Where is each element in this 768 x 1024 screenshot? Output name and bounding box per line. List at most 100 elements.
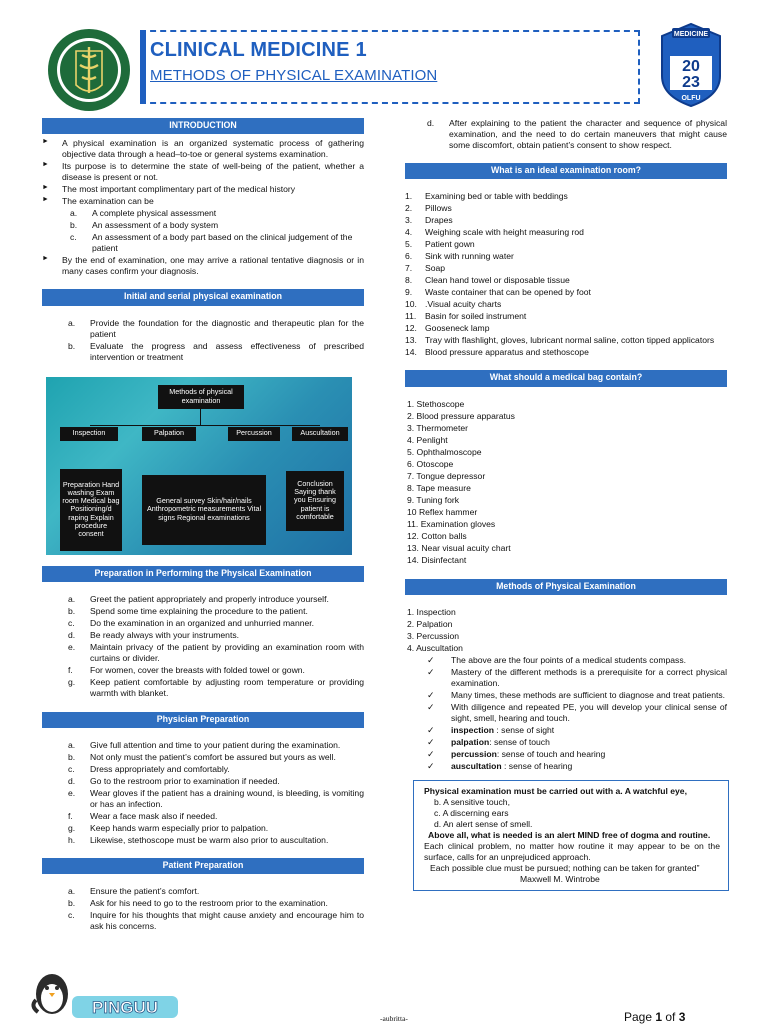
checklist-item: ✓Many times, these methods are sufficien…: [427, 689, 726, 700]
check-icon: ✓: [427, 654, 435, 665]
lettered-item: a.Give full attention and time to your p…: [68, 740, 341, 750]
quote-author: Maxwell M. Wintrobe: [520, 873, 600, 884]
numbered-item: 4.Weighing scale with height measuring r…: [405, 227, 584, 238]
numbered-item: 9.Waste container that can be opened by …: [405, 287, 591, 298]
section-heading-exam-room: What is an ideal examination room?: [405, 163, 727, 180]
lettered-item: c.Do the examination in an organized and…: [68, 617, 315, 628]
medical-bag-section: 1. Stethoscope 2. Blood pressure apparat…: [405, 399, 727, 566]
lettered-item: e.Wear gloves if the patient has a drain…: [68, 788, 364, 809]
list-item: 7. Tongue depressor: [407, 470, 486, 481]
numbered-item: 1.Examining bed or table with beddings: [405, 191, 568, 202]
numbered-item: 13.Tray with flashlight, gloves, lubrica…: [405, 335, 715, 346]
medicine-2023-badge-logo: MEDICINE 20 23 OLFU: [661, 22, 721, 108]
lettered-item: h.Likewise, stethoscope must be warm als…: [68, 835, 329, 845]
footer-author: -aubritta-: [380, 1014, 408, 1023]
quote-line: d. An alert sense of smell.: [434, 818, 533, 829]
sub-list-item: a.A complete physical assessment: [70, 208, 217, 219]
checklist-item: ✓inspection : sense of sight: [427, 724, 555, 735]
section-heading-methods: Methods of Physical Examination: [405, 578, 727, 595]
page-number: Page 1 of 3: [624, 1010, 686, 1024]
page-subtitle: METHODS OF PHYSICAL EXAMINATION: [150, 67, 438, 84]
left-column: INTRODUCTION A physical examination is a…: [42, 118, 364, 933]
lettered-item: f.Wear a face mask also if needed.: [68, 811, 218, 821]
lettered-item: b.Spend some time explaining the procedu…: [68, 605, 308, 616]
quote-line: Above all, what is needed is an alert MI…: [428, 829, 711, 840]
lettered-item: b.Not only must the patient’s comfort be…: [68, 752, 336, 762]
section-heading-initial-serial: Initial and serial physical examination: [42, 289, 364, 306]
lettered-item: b.Ask for his need to go to the restroom…: [68, 898, 328, 909]
quote-line: Each possible clue must be pursued; noth…: [430, 862, 700, 873]
lettered-item: g.Keep hands warm especially prior to pa…: [68, 823, 269, 833]
numbered-item: 3.Drapes: [405, 215, 453, 226]
sub-list-item: c.An assessment of a body part based on …: [70, 232, 353, 254]
lettered-item: f.For women, cover the breasts with fold…: [68, 664, 305, 675]
diagram-conclusion-box: Conclusion Saying thank you Ensuring pat…: [286, 470, 344, 531]
methods-section: 1. Inspection 2. Palpation 3. Percussion…: [405, 607, 727, 772]
lettered-item-continued: d.After explaining to the patient the ch…: [427, 118, 727, 150]
initial-serial-section: a.Provide the foundation for the diagnos…: [42, 318, 364, 363]
list-item: 2. Blood pressure apparatus: [407, 410, 515, 421]
list-item: 9. Tuning fork: [407, 494, 460, 505]
preparation-section: a.Greet the patient appropriately and pr…: [42, 594, 364, 699]
introduction-section: A physical examination is an organized s…: [42, 138, 364, 277]
diagram-examination-box: General survey Skin/hair/nails Anthropom…: [142, 474, 266, 545]
quote-box: Physical examination must be carried out…: [413, 779, 729, 891]
numbered-item: 7.Soap: [405, 263, 446, 274]
diagram-method-percussion: Percussion: [228, 426, 280, 441]
svg-text:23: 23: [682, 74, 700, 91]
check-icon: ✓: [427, 724, 435, 735]
lettered-item: d.Be ready always with your instruments.: [68, 629, 240, 640]
check-icon: ✓: [427, 760, 435, 771]
right-column: d.After explaining to the patient the ch…: [405, 118, 729, 891]
bullet-item: The examination can be: [42, 196, 364, 207]
checklist-item: ✓palpation: sense of touch: [427, 736, 550, 747]
pinguu-logo: PINGUU: [31, 974, 178, 1018]
section-heading-preparation: Preparation in Performing the Physical E…: [42, 565, 364, 582]
page-title: CLINICAL MEDICINE 1: [150, 39, 367, 61]
quote-line: c. A discerning ears: [434, 807, 509, 818]
checklist-item: ✓auscultation : sense of hearing: [427, 760, 573, 771]
lettered-item: a.Provide the foundation for the diagnos…: [68, 317, 364, 339]
check-icon: ✓: [427, 701, 435, 712]
list-item: 4. Auscultation: [407, 642, 463, 653]
list-item: 13. Near visual acuity chart: [407, 542, 511, 553]
sub-list-item: b.An assessment of a body system: [70, 220, 219, 231]
section-heading-introduction: INTRODUCTION: [42, 118, 364, 135]
svg-text:MEDICINE: MEDICINE: [674, 31, 709, 38]
list-item: 10 Reflex hammer: [407, 506, 478, 517]
section-heading-medical-bag: What should a medical bag contain?: [405, 370, 727, 387]
section-heading-physician: Physician Preparation: [42, 711, 364, 728]
list-item: 2. Palpation: [407, 618, 453, 629]
page-header: CLINICAL MEDICINE 1 METHODS OF PHYSICAL …: [0, 0, 768, 118]
check-icon: ✓: [427, 736, 435, 747]
bullet-item: Its purpose is to determine the state of…: [42, 161, 364, 183]
diagram-connector: [200, 408, 201, 425]
pinguu-brand-text: PINGUU: [92, 998, 158, 1017]
lettered-item: a.Ensure the patient’s comfort.: [68, 886, 200, 897]
bullet-item: A physical examination is an organized s…: [42, 138, 364, 160]
lettered-item: c.Dress appropriately and comfortably.: [68, 764, 230, 774]
numbered-item: 8.Clean hand towel or disposable tissue: [405, 275, 570, 286]
diagram-method-palpation: Palpation: [142, 426, 196, 441]
list-item: 1. Stethoscope: [407, 398, 465, 409]
numbered-item: 5.Patient gown: [405, 239, 475, 250]
bullet-item: The most important complimentary part of…: [42, 184, 364, 195]
university-seal-logo: [48, 29, 130, 111]
diagram-root-node: Methods of physical examination: [158, 384, 244, 409]
list-item: 11. Examination gloves: [407, 518, 496, 529]
title-frame: [140, 30, 640, 104]
title-accent-bar: [140, 30, 146, 104]
lettered-item: b.Evaluate the progress and assess effec…: [68, 340, 364, 362]
numbered-item: 12.Gooseneck lamp: [405, 323, 490, 334]
list-item: 4. Penlight: [407, 434, 448, 445]
numbered-item: 10..Visual acuity charts: [405, 299, 502, 310]
lettered-item: g.Keep patient comfortable by adjusting …: [68, 676, 364, 698]
lettered-item: c.Inquire for his thoughts that might ca…: [68, 910, 364, 932]
checklist-item: ✓With diligence and repeated PE, you wil…: [427, 701, 727, 723]
list-item: 14. Disinfectant: [407, 554, 467, 565]
quote-line: b. A sensitive touch,: [434, 796, 510, 807]
quote-line: Each clinical problem, no matter how rou…: [424, 840, 720, 862]
numbered-item: 6.Sink with running water: [405, 251, 514, 262]
numbered-item: 2.Pillows: [405, 203, 452, 214]
section-heading-patient: Patient Preparation: [42, 858, 364, 875]
